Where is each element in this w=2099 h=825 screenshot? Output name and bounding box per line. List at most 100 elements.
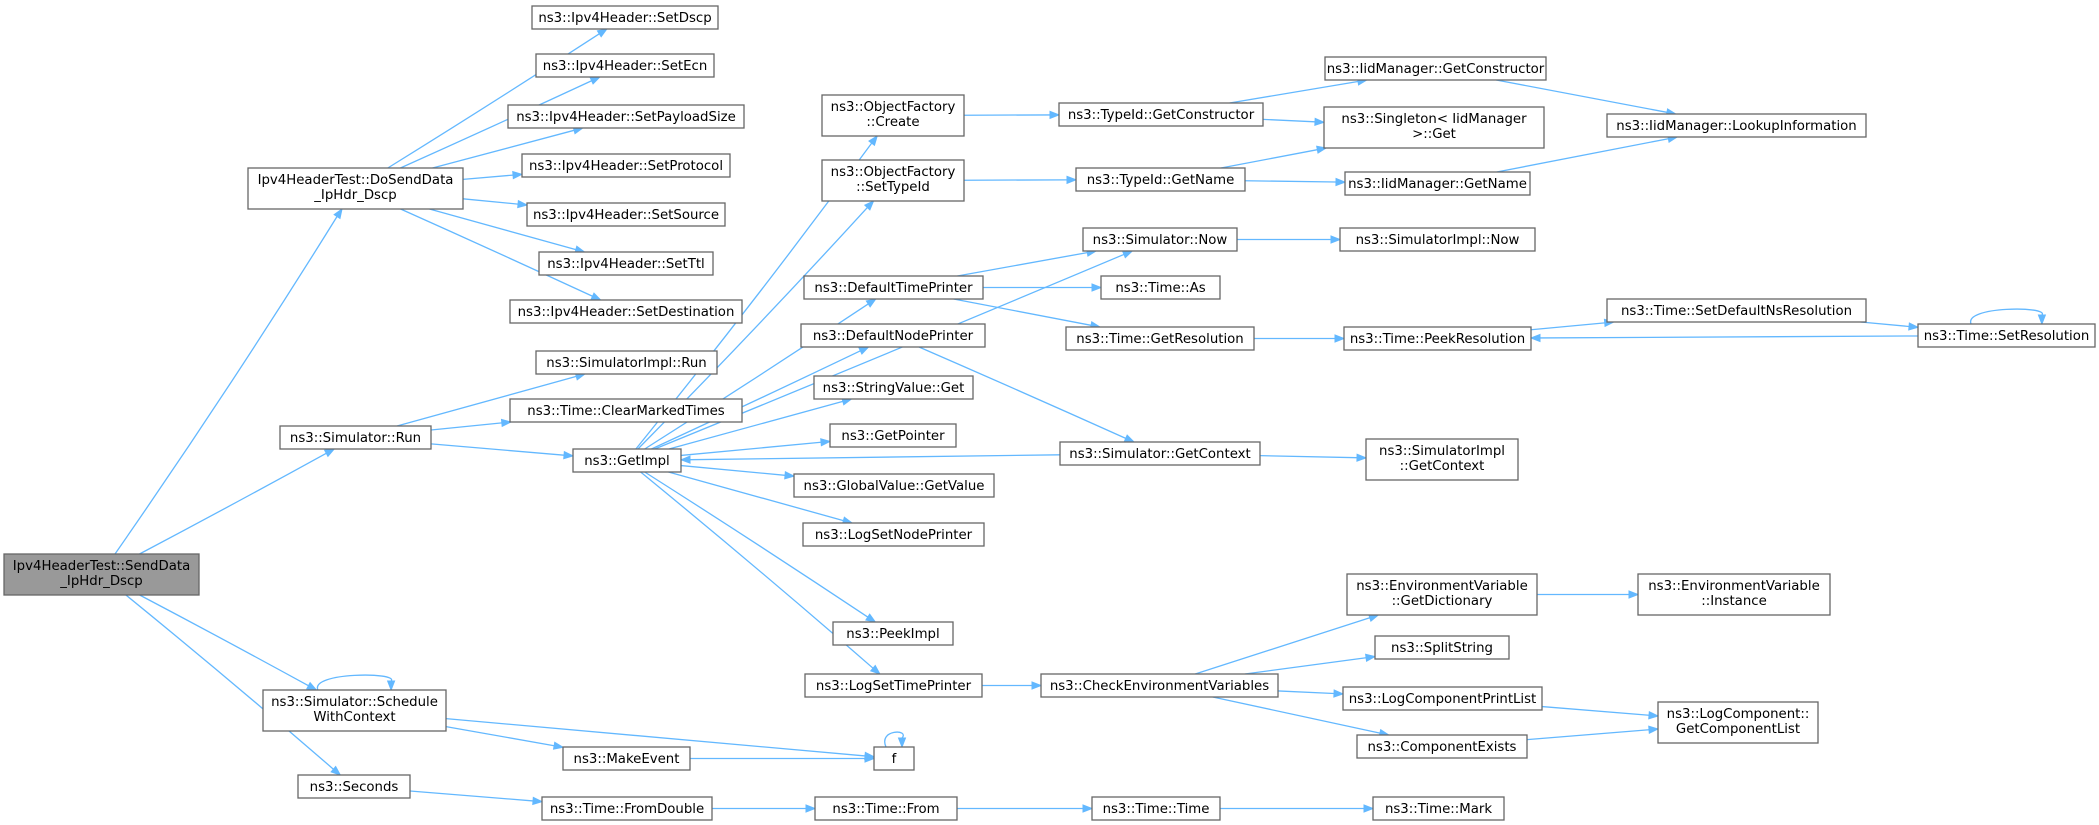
graph-node-splitStr[interactable]: ns3::SplitString xyxy=(1374,635,1510,660)
graph-node-iidLookup[interactable]: ns3::IidManager::LookupInformation xyxy=(1606,113,1867,138)
node-box xyxy=(1075,167,1246,192)
graph-node-setTtl[interactable]: ns3::Ipv4Header::SetTtl xyxy=(538,251,714,276)
graph-node-simGetCtx[interactable]: ns3::Simulator::GetContext xyxy=(1059,441,1261,466)
graph-node-setProtocol[interactable]: ns3::Ipv4Header::SetProtocol xyxy=(521,153,731,178)
graph-node-defNode[interactable]: ns3::DefaultNodePrinter xyxy=(800,323,986,348)
graph-node-ofSetType[interactable]: ns3::ObjectFactory::SetTypeId xyxy=(821,159,965,202)
call-edge xyxy=(1860,321,1920,331)
graph-node-implNow[interactable]: ns3::SimulatorImpl::Now xyxy=(1339,227,1536,252)
graph-node-fromDouble[interactable]: ns3::Time::FromDouble xyxy=(541,796,713,821)
node-box xyxy=(1065,326,1255,351)
graph-node-seconds[interactable]: ns3::Seconds xyxy=(297,774,411,799)
node-box xyxy=(509,299,743,324)
call-edge xyxy=(712,804,817,813)
graph-node-timeAs[interactable]: ns3::Time::As xyxy=(1100,275,1221,300)
edge-line xyxy=(1229,80,1359,104)
node-box xyxy=(1657,701,1819,744)
edge-line xyxy=(1244,657,1367,675)
node-label: WithContext xyxy=(313,710,395,725)
edge-line xyxy=(387,33,600,169)
edge-line xyxy=(445,726,555,747)
graph-node-iidGetName[interactable]: ns3::IidManager::GetName xyxy=(1344,171,1531,196)
graph-node-iidGetCons[interactable]: ns3::IidManager::GetConstructor xyxy=(1324,56,1547,81)
edge-arrowhead xyxy=(1334,334,1346,343)
call-edge xyxy=(679,454,1061,464)
call-edge xyxy=(1529,333,1919,343)
node-label: ns3::TypeId::GetName xyxy=(1087,173,1235,188)
graph-node-timeMark[interactable]: ns3::Time::Mark xyxy=(1372,796,1505,821)
edge-line xyxy=(1860,321,1910,328)
edge-line xyxy=(462,174,514,181)
edge-arrowhead xyxy=(1529,333,1541,343)
graph-node-getRes[interactable]: ns3::Time::GetResolution xyxy=(1065,326,1255,351)
graph-node-getPtr[interactable]: ns3::GetPointer xyxy=(829,423,957,448)
graph-node-logNode[interactable]: ns3::LogSetNodePrinter xyxy=(802,522,985,547)
graph-node-envGetDict[interactable]: ns3::EnvironmentVariable::GetDictionary xyxy=(1346,573,1538,616)
graph-node-setDest[interactable]: ns3::Ipv4Header::SetDestination xyxy=(509,299,743,324)
graph-node-getImpl[interactable]: ns3::GetImpl xyxy=(572,448,682,473)
graph-node-defTime[interactable]: ns3::DefaultTimePrinter xyxy=(803,275,984,300)
call-edge xyxy=(1970,308,2047,326)
graph-node-simNow[interactable]: ns3::Simulator::Now xyxy=(1082,227,1238,252)
node-label: ns3::Simulator::GetContext xyxy=(1069,447,1250,462)
node-label: ns3::Simulator::Schedule xyxy=(271,695,438,710)
edge-arrowhead xyxy=(820,438,832,447)
call-edge xyxy=(1220,145,1328,169)
graph-node-setRes[interactable]: ns3::Time::SetResolution xyxy=(1917,323,2096,348)
call-edge xyxy=(1244,177,1347,187)
graph-node-logCompPrint[interactable]: ns3::LogComponentPrintList xyxy=(1342,686,1543,711)
call-edge xyxy=(1259,453,1368,462)
graph-node-simRun[interactable]: ns3::Simulator::Run xyxy=(279,425,432,450)
graph-node-implGetCtx[interactable]: ns3::SimulatorImpl::GetContext xyxy=(1365,438,1519,481)
graph-node-peekImpl[interactable]: ns3::PeekImpl xyxy=(832,621,954,646)
graph-node-tidGetCons[interactable]: ns3::TypeId::GetConstructor xyxy=(1058,102,1264,127)
call-edge xyxy=(963,175,1078,185)
node-box xyxy=(279,425,432,450)
node-box xyxy=(1339,227,1536,252)
node-box xyxy=(1372,796,1505,821)
node-label: ns3::Ipv4Header::SetDestination xyxy=(518,305,735,320)
call-edge xyxy=(139,448,336,555)
edge-line xyxy=(1262,118,1316,123)
graph-node-logTime[interactable]: ns3::LogSetTimePrinter xyxy=(804,673,983,698)
graph-node-doSend[interactable]: Ipv4HeaderTest::DoSendData_IpHdr_Dscp xyxy=(247,167,464,210)
edge-line xyxy=(1496,138,1669,173)
node-label: GetComponentList xyxy=(1676,722,1800,737)
node-label: ns3::SplitString xyxy=(1391,641,1493,656)
graph-node-compExists[interactable]: ns3::ComponentExists xyxy=(1356,734,1528,759)
edge-line xyxy=(680,464,786,476)
graph-node-tidGetName[interactable]: ns3::TypeId::GetName xyxy=(1075,167,1246,192)
node-box xyxy=(793,473,995,498)
graph-node-clearMarked[interactable]: ns3::Time::ClearMarkedTimes xyxy=(509,398,743,423)
graph-node-implRun[interactable]: ns3::SimulatorImpl::Run xyxy=(535,350,718,375)
edge-line xyxy=(689,454,1061,461)
graph-node-root[interactable]: Ipv4HeaderTest::SendData_IpHdr_Dscp xyxy=(3,553,200,596)
node-label: ::SetTypeId xyxy=(856,180,930,195)
graph-node-checkEnv[interactable]: ns3::CheckEnvironmentVariables xyxy=(1040,673,1279,698)
graph-node-makeEvent[interactable]: ns3::MakeEvent xyxy=(562,746,691,771)
graph-node-envInst[interactable]: ns3::EnvironmentVariable::Instance xyxy=(1637,573,1831,616)
graph-node-gvGet[interactable]: ns3::GlobalValue::GetValue xyxy=(793,473,995,498)
graph-node-setEcn[interactable]: ns3::Ipv4Header::SetEcn xyxy=(535,53,715,78)
graph-node-strGet[interactable]: ns3::StringValue::Get xyxy=(813,375,974,400)
graph-node-logCompList[interactable]: ns3::LogComponent::GetComponentList xyxy=(1657,701,1819,744)
graph-node-timeFrom[interactable]: ns3::Time::From xyxy=(814,796,958,821)
graph-node-setDscp[interactable]: ns3::Ipv4Header::SetDscp xyxy=(531,5,719,30)
graph-node-timeTime[interactable]: ns3::Time::Time xyxy=(1091,796,1221,821)
edge-arrowhead xyxy=(552,741,565,750)
node-label: f xyxy=(892,752,897,767)
edge-line xyxy=(1526,729,1650,741)
node-box xyxy=(804,673,983,698)
node-label: ns3::Ipv4Header::SetSource xyxy=(533,208,719,223)
edge-line xyxy=(430,422,502,431)
graph-node-ofCreate[interactable]: ns3::ObjectFactory::Create xyxy=(821,94,965,137)
node-box xyxy=(1637,573,1831,616)
graph-node-setPayload[interactable]: ns3::Ipv4Header::SetPayloadSize xyxy=(507,104,745,129)
graph-node-setSource[interactable]: ns3::Ipv4Header::SetSource xyxy=(526,202,726,227)
graph-node-setDefRes[interactable]: ns3::Time::SetDefaultNsResolution xyxy=(1606,298,1867,323)
graph-node-peekRes[interactable]: ns3::Time::PeekResolution xyxy=(1343,326,1532,351)
edge-arrowhead xyxy=(333,207,343,220)
graph-node-f[interactable]: f xyxy=(873,746,915,771)
graph-node-singleton[interactable]: ns3::Singleton< IidManager>::Get xyxy=(1323,106,1545,149)
